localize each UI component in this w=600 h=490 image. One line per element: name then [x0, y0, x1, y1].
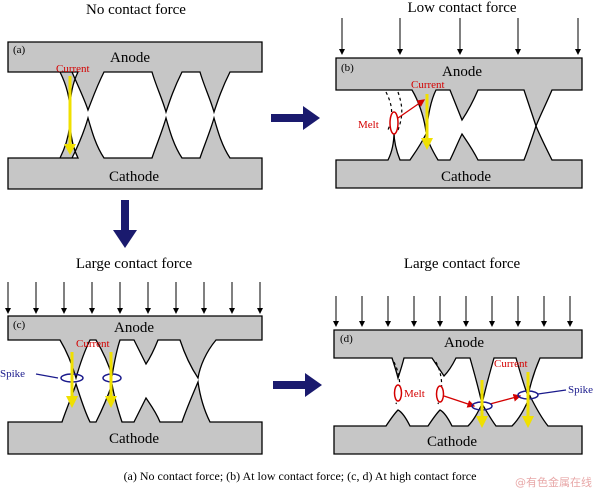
- panel-d-tag: (d): [340, 333, 353, 345]
- panel-b-cathode-label: Cathode: [441, 169, 491, 185]
- panel-b-tag: (b): [341, 62, 354, 74]
- panel-d-melt-label: Melt: [404, 388, 425, 400]
- panel-c-tag: (c): [13, 319, 26, 331]
- panel-a-title: No contact force: [86, 2, 186, 18]
- panel-b-anode-label: Anode: [442, 64, 482, 80]
- panel-d-current-arrow-icon: [476, 380, 488, 428]
- panel-a-current-arrow-icon: [64, 76, 76, 155]
- panel-d-current-arrow-2-icon: [522, 372, 534, 428]
- panel-d: Large contact force (d) Anode Cathode Me…: [333, 256, 593, 455]
- panel-c-current-label: Current: [76, 338, 110, 350]
- panel-a-tag: (a): [13, 44, 26, 56]
- panel-c-anode-label: Anode: [114, 320, 154, 336]
- flow-arrow-icon: [271, 106, 320, 130]
- panel-b-current-label: Current: [411, 79, 445, 91]
- flow-arrow-2-icon: [273, 373, 322, 397]
- figure-caption: (a) No contact force; (b) At low contact…: [124, 469, 477, 483]
- panel-d-anode-label: Anode: [444, 335, 484, 351]
- panel-a-anode-label: Anode: [110, 50, 150, 66]
- panel-c-current-arrow-2-icon: [105, 352, 117, 408]
- panel-a-current-label: Current: [56, 63, 90, 75]
- panel-b-melt-ellipse-icon: [389, 111, 399, 135]
- panel-d-force-arrows: [333, 296, 573, 327]
- panel-d-melt-ellipse-icon: [393, 384, 403, 402]
- panel-d-spike-label: Spike: [568, 384, 593, 396]
- flow-arrow-down-icon: [113, 200, 137, 248]
- panel-b-cathode: [335, 124, 583, 189]
- panel-d-melt-ellipse-2-icon: [435, 385, 445, 403]
- panel-b-force-arrows: [339, 18, 581, 55]
- panel-d-current-label: Current: [494, 358, 528, 370]
- panel-b-title: Low contact force: [407, 0, 516, 16]
- panel-c-current-arrow-icon: [66, 352, 78, 408]
- panel-d-cathode-label: Cathode: [427, 434, 477, 450]
- panel-c-force-arrows: [5, 282, 263, 314]
- panel-c-title: Large contact force: [76, 256, 193, 272]
- panel-b: Low contact force (b) Anode Cathode Melt…: [335, 0, 583, 189]
- panel-b-melt-label: Melt: [358, 119, 379, 131]
- watermark: @有色金属在线: [515, 475, 592, 489]
- panel-d-title: Large contact force: [404, 256, 521, 272]
- panel-c: Large contact force (c) Anode Cathode Sp…: [0, 256, 263, 455]
- panel-c-spike-label: Spike: [0, 368, 25, 380]
- panel-a-cathode-label: Cathode: [109, 169, 159, 185]
- panel-b-current-arrow-icon: [421, 94, 433, 150]
- panel-c-cathode-label: Cathode: [109, 431, 159, 447]
- panel-a: No contact force (a) Anode Cathode Curre…: [7, 2, 263, 190]
